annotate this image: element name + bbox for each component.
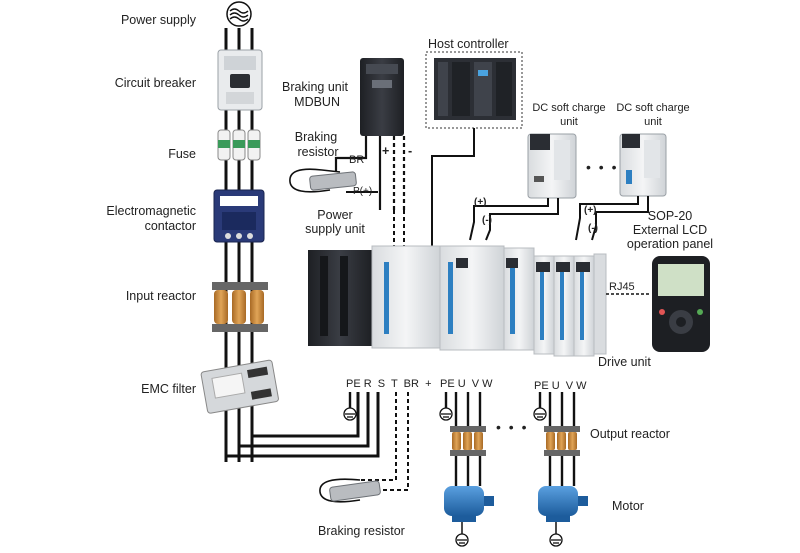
- output-reactor-1-image: [450, 426, 486, 456]
- label-braking-unit-line1: Braking unit: [281, 80, 348, 94]
- label-circuit-breaker: Circuit breaker: [114, 76, 196, 90]
- label-rj45: RJ45: [609, 281, 635, 293]
- label-plus-terminal: +: [382, 144, 390, 158]
- ground-symbols: [343, 407, 563, 547]
- label-output-terminals-1: PE U V W: [440, 378, 493, 390]
- motor-2-image: [538, 486, 588, 534]
- power-supply-symbol: [226, 1, 252, 27]
- label-ellipsis-output: • • •: [496, 419, 529, 435]
- dc-soft-charge-unit-2-image: [619, 133, 667, 197]
- drive-unit-cabinets: [308, 245, 607, 357]
- drive-bottom-wires: [348, 392, 576, 426]
- sop20-panel-image: [652, 256, 710, 352]
- braking-resistor-top-image: [289, 168, 357, 193]
- reactor-to-motor-wires: [454, 456, 576, 486]
- braking-unit-image: [360, 58, 404, 136]
- label-contactor-line1: Electromagnetic: [106, 204, 196, 218]
- label-dc2-plus: (+): [584, 205, 597, 216]
- label-dc-soft-charge-1-line2: unit: [560, 116, 578, 128]
- label-braking-unit-line2: MDBUN: [294, 95, 340, 109]
- label-dc-soft-charge-2-line2: unit: [644, 116, 662, 128]
- label-sop20-line2: External LCD: [632, 223, 708, 237]
- braking-unit-wires: [334, 136, 406, 210]
- motor-1-image: [444, 486, 494, 534]
- circuit-breaker-image: [217, 49, 263, 111]
- label-input-reactor: Input reactor: [125, 289, 196, 303]
- input-reactor-image: [212, 282, 268, 332]
- label-output-reactor: Output reactor: [590, 427, 670, 441]
- label-braking-resistor-line1: Braking: [294, 130, 338, 144]
- label-sop20-line1: SOP-20: [647, 209, 693, 223]
- label-motor: Motor: [612, 499, 644, 513]
- contactor-image: [213, 189, 265, 243]
- label-dc-soft-charge-2-line1: DC soft charge: [616, 102, 690, 114]
- label-minus-terminal: -: [408, 144, 413, 158]
- label-supply-terminals: PE R S T BR +: [346, 378, 432, 390]
- label-dc1-plus: (+): [474, 197, 487, 208]
- dc-soft-charge-unit-1-image: [527, 133, 577, 199]
- label-p-plus: P(+): [353, 186, 373, 197]
- power-unit-dashed-wires: [393, 210, 405, 248]
- output-reactor-2-image: [544, 426, 580, 456]
- label-host-controller: Host controller: [428, 37, 509, 51]
- label-braking-resistor-line2: resistor: [297, 145, 339, 159]
- label-dc1-minus: (-): [482, 215, 492, 226]
- emc-filter-image: [200, 359, 279, 414]
- host-controller-box: [425, 51, 523, 129]
- braking-resistor-bottom-image: [319, 478, 381, 503]
- label-br-terminal: BR: [349, 154, 365, 166]
- label-power-supply: Power supply: [120, 13, 196, 27]
- supply-to-drive-wires: [224, 392, 380, 458]
- label-drive-unit: Drive unit: [598, 355, 651, 369]
- label-power-supply-unit-line2: supply unit: [305, 222, 365, 236]
- label-braking-resistor-bottom: Braking resistor: [318, 524, 405, 538]
- label-dc-soft-charge-1-line1: DC soft charge: [532, 102, 606, 114]
- label-emc-filter: EMC filter: [141, 382, 196, 396]
- label-dc2-minus: (-): [588, 223, 598, 234]
- label-output-terminals-2: PE U V W: [534, 380, 587, 392]
- label-fuse: Fuse: [168, 147, 196, 161]
- host-controller-cable: [431, 128, 475, 250]
- label-power-supply-unit-line1: Power: [317, 208, 353, 222]
- label-ellipsis-dc: • • •: [586, 159, 619, 175]
- label-sop20-line3: operation panel: [626, 237, 714, 251]
- fuse-image: [217, 129, 261, 161]
- dc-charge-wires: [469, 196, 649, 241]
- label-contactor-line2: contactor: [144, 219, 196, 233]
